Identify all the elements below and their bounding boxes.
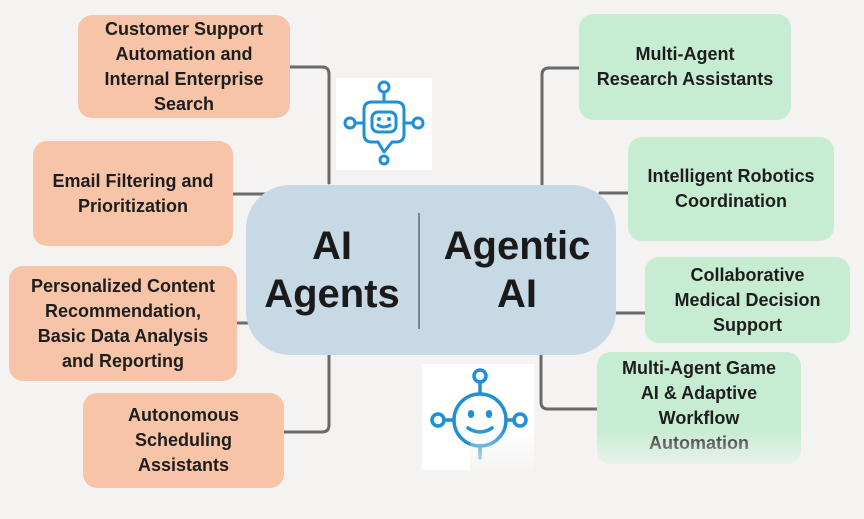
left-item-label: Customer Support Automation and Internal… <box>104 18 264 114</box>
right-item-label: Intelligent Robotics Coordination <box>647 166 815 211</box>
left-item-email-filtering: Email Filtering and Prioritization <box>33 141 233 246</box>
left-item-personalized-content: Personalized Content Recommendation, Bas… <box>9 266 237 381</box>
right-item-label: Multi-Agent Research Assistants <box>596 44 774 89</box>
bottom-fade-overlay <box>470 428 864 519</box>
center-comparison-node: AI Agents Agentic AI <box>246 185 616 355</box>
connector-right-4 <box>539 352 599 411</box>
left-item-label: Personalized Content Recommendation, Bas… <box>30 275 216 371</box>
center-divider <box>418 213 420 329</box>
right-item-label: Collaborative Medical Decision Support <box>674 264 821 335</box>
left-item-customer-support: Customer Support Automation and Internal… <box>78 15 290 118</box>
right-item-robotics-coordination: Intelligent Robotics Coordination <box>628 137 834 241</box>
center-title-agentic-ai: Agentic AI <box>443 224 591 316</box>
left-item-label: Autonomous Scheduling Assistants <box>128 405 239 475</box>
connector-right-1 <box>540 66 581 187</box>
left-item-autonomous-scheduling: Autonomous Scheduling Assistants <box>83 393 284 488</box>
connector-left-1 <box>288 65 331 185</box>
connector-left-4 <box>282 353 331 434</box>
right-item-research-assistants: Multi-Agent Research Assistants <box>579 14 791 120</box>
center-title-ai-agents: AI Agents <box>264 224 400 316</box>
right-item-medical-decision: Collaborative Medical Decision Support <box>645 257 850 343</box>
chatbot-icon <box>334 76 434 172</box>
left-item-label: Email Filtering and Prioritization <box>52 170 214 216</box>
